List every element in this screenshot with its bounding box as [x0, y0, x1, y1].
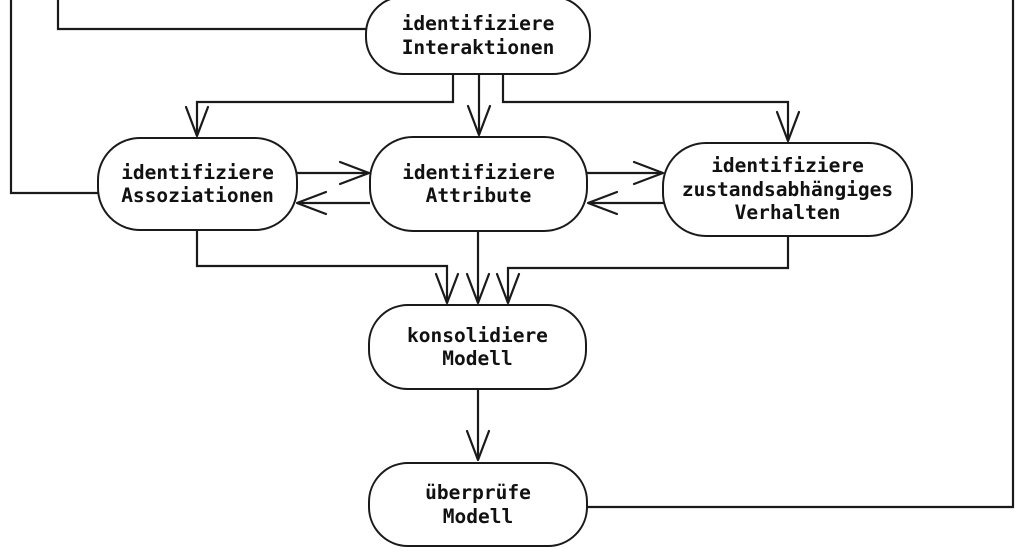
- edge-verhalten-to-konsolidiere-arrowhead: [495, 272, 521, 305]
- edge-interaktionen-to-assoziationen-arrowhead: [184, 105, 210, 138]
- edge-attribute-to-konsolidiere-arrowhead: [465, 272, 491, 305]
- edge-interaktionen-to-attribute-arrowhead: [466, 104, 492, 137]
- edge-ueberpruefe-feedback-right: [586, 0, 1015, 509]
- node-assoziationen-label-line: identifiziere: [121, 160, 274, 184]
- node-interaktionen-label-line: Interaktionen: [401, 35, 555, 59]
- node-verhalten-label-line: Verhalten: [734, 201, 841, 225]
- edge-assoziationen-to-konsolidiere-arrowhead: [434, 272, 460, 305]
- edge-outer-left-to-assoziationen: [9, 0, 100, 195]
- node-assoziationen-label-line: Assoziationen: [121, 184, 274, 207]
- edge-attribute-to-assoziationen-arrowhead: [295, 190, 328, 216]
- node-konsolidiere-label-line: konsolidiere: [407, 323, 548, 347]
- edge-interaktionen-to-verhalten-arrowhead: [775, 110, 801, 143]
- edge-interaktionen-to-assoziationen: [195, 74, 455, 136]
- edge-verhalten-to-konsolidiere: [506, 236, 790, 303]
- node-attribute-label-line: Attribute: [425, 184, 532, 207]
- node-konsolidiere-label-line: Modell: [442, 347, 513, 370]
- edge-top-left-to-interaktionen: [56, 0, 369, 31]
- node-verhalten-label-line: identifiziere: [711, 154, 864, 178]
- edge-interaktionen-to-verhalten: [501, 74, 790, 141]
- edge-konsolidiere-to-ueberpruefe-arrowhead: [465, 429, 491, 462]
- node-attribute-label-line: identifiziere: [402, 160, 555, 184]
- node-ueberpruefe-label-line: Modell: [442, 504, 514, 528]
- node-ueberpruefe-label-line: überprüfe: [425, 481, 531, 504]
- node-interaktionen-label-line: identifiziere: [401, 12, 555, 35]
- node-verhalten-label-line: zustandsabhängiges: [681, 177, 894, 201]
- edge-verhalten-to-attribute-arrowhead: [586, 190, 619, 216]
- edge-assoziationen-to-konsolidiere: [195, 230, 449, 303]
